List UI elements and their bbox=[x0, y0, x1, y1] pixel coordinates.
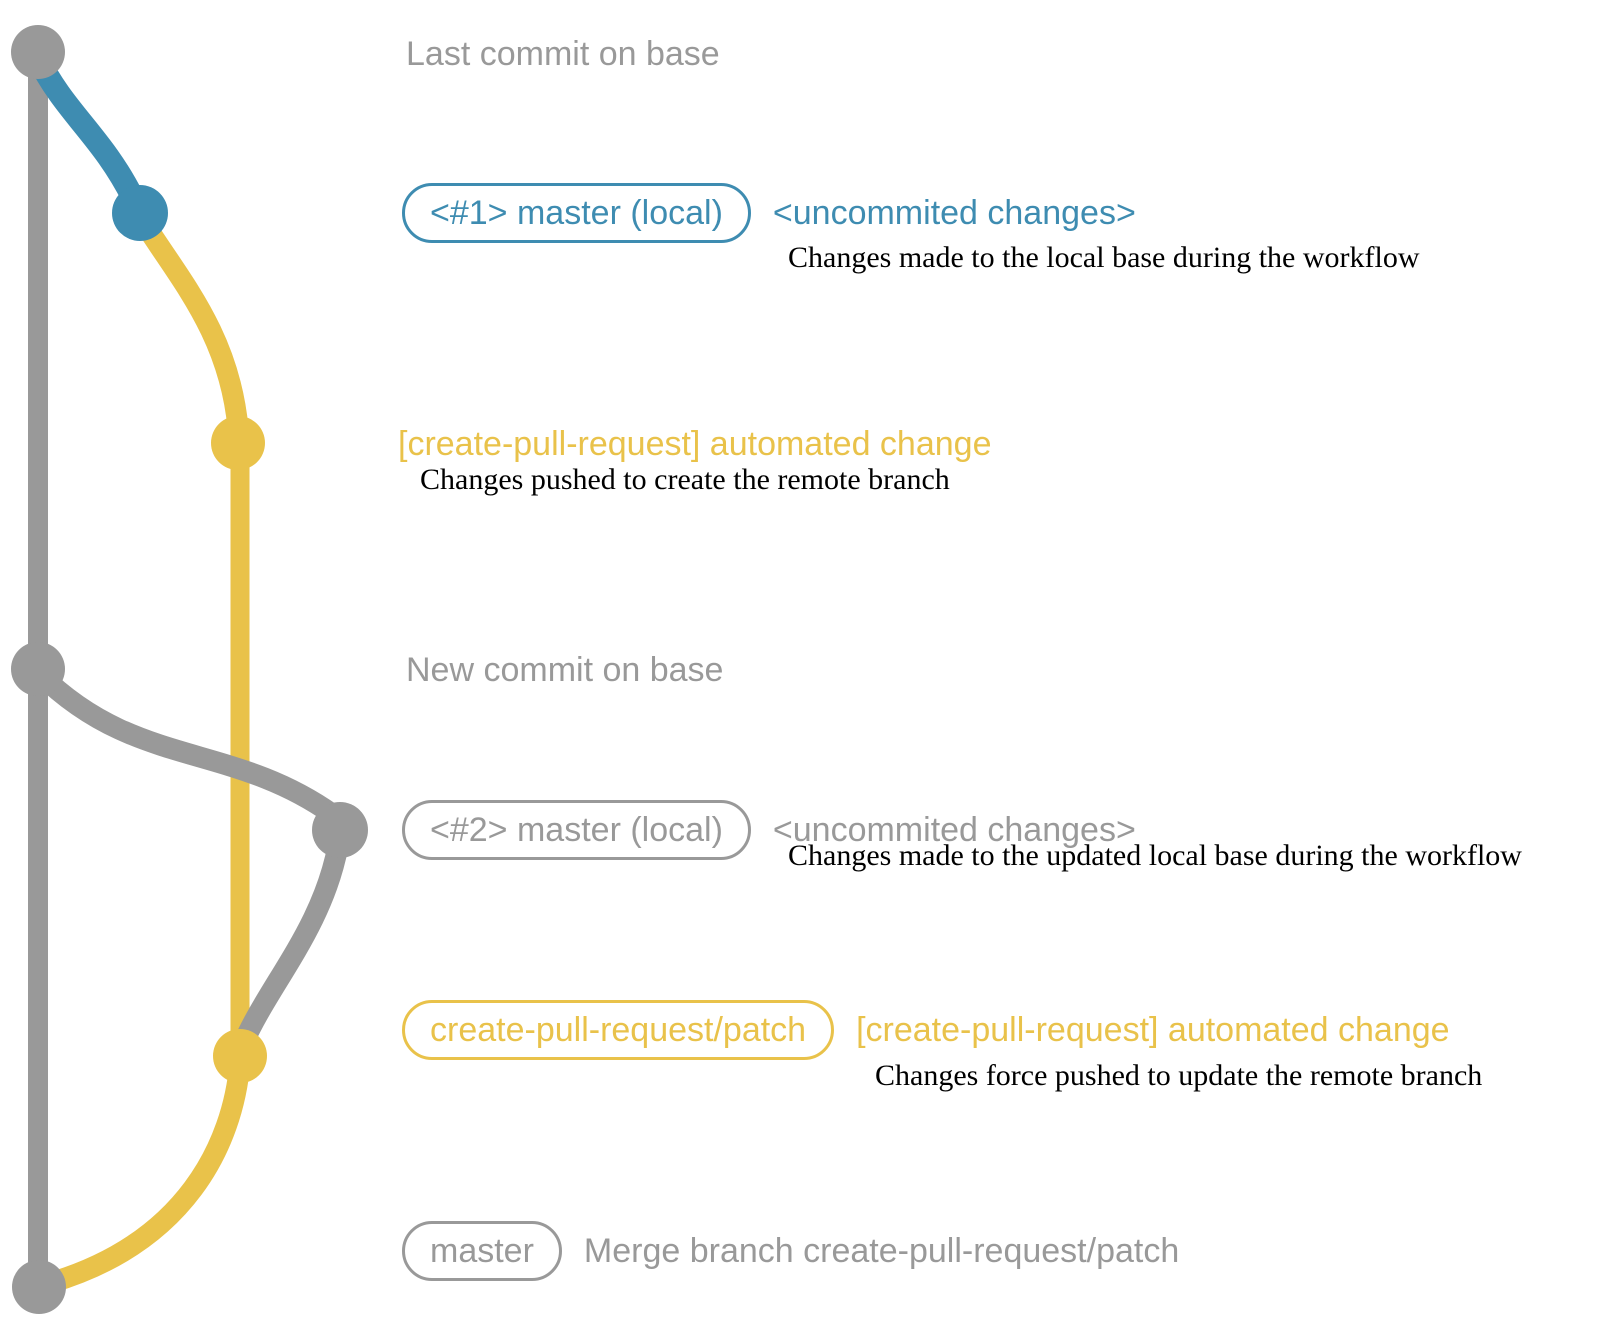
commit-2-message: <uncommited changes> bbox=[772, 811, 1136, 849]
branch-badge-master-local-2: <#2> master (local) bbox=[402, 800, 751, 860]
new-commit-on-base-label: New commit on base bbox=[406, 651, 724, 689]
commit-1-label-row: <#1> master (local) <uncommited changes> bbox=[402, 183, 1136, 243]
commit-graph bbox=[11, 25, 368, 1314]
commit-node-force-pushed-2 bbox=[213, 1029, 267, 1083]
merge-commit-message: Merge branch create-pull-request/patch bbox=[583, 1232, 1180, 1270]
branch-badge-master-local-1: <#1> master (local) bbox=[402, 183, 751, 243]
local-branch-curve-2 bbox=[29, 663, 343, 825]
local-branch-curve-1 bbox=[26, 46, 145, 210]
branch-badge-master: master bbox=[402, 1221, 562, 1281]
commit-2-note: Changes made to the updated local base d… bbox=[788, 839, 1522, 872]
merge-commit-label-row: master Merge branch create-pull-request/… bbox=[402, 1221, 1179, 1281]
commit-force-pushed-note: Changes force pushed to update the remot… bbox=[875, 1059, 1483, 1092]
commit-1-message: <uncommited changes> bbox=[772, 194, 1136, 232]
branch-badge-create-pull-request-patch: create-pull-request/patch bbox=[402, 1000, 835, 1060]
commit-node-local-1 bbox=[112, 185, 168, 241]
commit-node-pushed-1 bbox=[211, 416, 265, 470]
commit-force-pushed-message: [create-pull-request] automated change bbox=[856, 1011, 1450, 1049]
commit-pushed-1-message: [create-pull-request] automated change bbox=[398, 425, 992, 463]
local-branch-curve-3 bbox=[231, 835, 349, 1057]
commit-pushed-1-note: Changes pushed to create the remote bran… bbox=[420, 463, 950, 496]
commit-node-local-2 bbox=[312, 802, 368, 858]
commit-1-note: Changes made to the local base during th… bbox=[788, 241, 1420, 274]
commit-node-last-base bbox=[11, 25, 65, 79]
remote-branch-curve-1 bbox=[130, 207, 249, 439]
merge-curve bbox=[39, 1051, 251, 1294]
patch-branch-label-row: create-pull-request/patch [create-pull-r… bbox=[402, 1000, 1450, 1060]
commit-node-new-base bbox=[11, 642, 65, 696]
last-commit-on-base-label: Last commit on base bbox=[406, 35, 720, 73]
commit-node-merge bbox=[12, 1260, 66, 1314]
commit-2-label-row: <#2> master (local) <uncommited changes> bbox=[402, 800, 1136, 860]
